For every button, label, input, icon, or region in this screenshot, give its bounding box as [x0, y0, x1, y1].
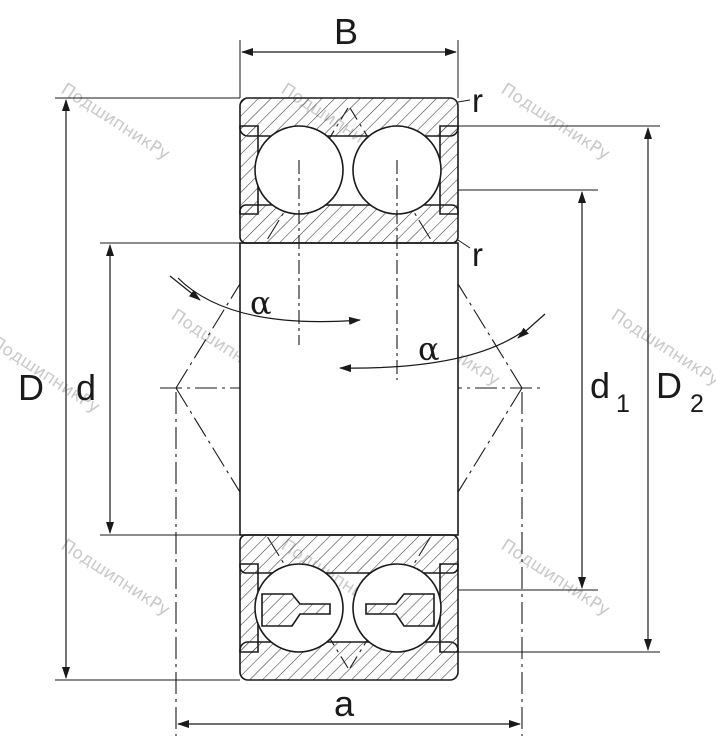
label-angle-right: α [418, 330, 440, 368]
label-radius-top: r [472, 82, 483, 119]
inner-ring-top [239, 204, 459, 244]
radius-leaders [457, 99, 471, 249]
dimension-lines [62, 48, 652, 728]
bore-area [239, 242, 459, 536]
angle-arc-right [339, 329, 526, 373]
seal-left-top [239, 125, 259, 215]
angle-arc-left [177, 277, 361, 325]
watermark-text: ПодшипникРу [57, 535, 173, 620]
watermark-text: ПодшипникРу [497, 79, 613, 164]
label-bore-d: d [76, 367, 96, 408]
seal-right-top [439, 125, 459, 215]
label-outer-d: D [18, 367, 44, 408]
outer-ring-bottom [239, 641, 459, 681]
seal-left-bottom [239, 563, 259, 653]
inner-ring-bottom [239, 534, 459, 574]
angle-arcs [169, 275, 546, 373]
label-width-b: B [334, 11, 358, 52]
watermark-text: ПодшипникРу [57, 79, 173, 164]
label-d1: d [590, 365, 610, 406]
watermark-text: ПодшипникРу [497, 535, 613, 620]
seal-right-bottom [439, 563, 459, 653]
label-radius-mid: r [472, 236, 483, 273]
label-angle-left: α [250, 284, 272, 322]
label-d2-subscript: 2 [690, 390, 704, 418]
label-d2: D [656, 365, 682, 406]
ball-centre-lines [298, 160, 398, 380]
outer-ring-top [239, 97, 459, 137]
label-d1-subscript: 1 [616, 390, 630, 418]
label-pressure-a: a [334, 683, 355, 724]
cage-bottom-right [365, 593, 435, 627]
cage-bottom-left [261, 593, 331, 627]
extension-lines [55, 40, 660, 681]
bearing-section [239, 97, 459, 681]
